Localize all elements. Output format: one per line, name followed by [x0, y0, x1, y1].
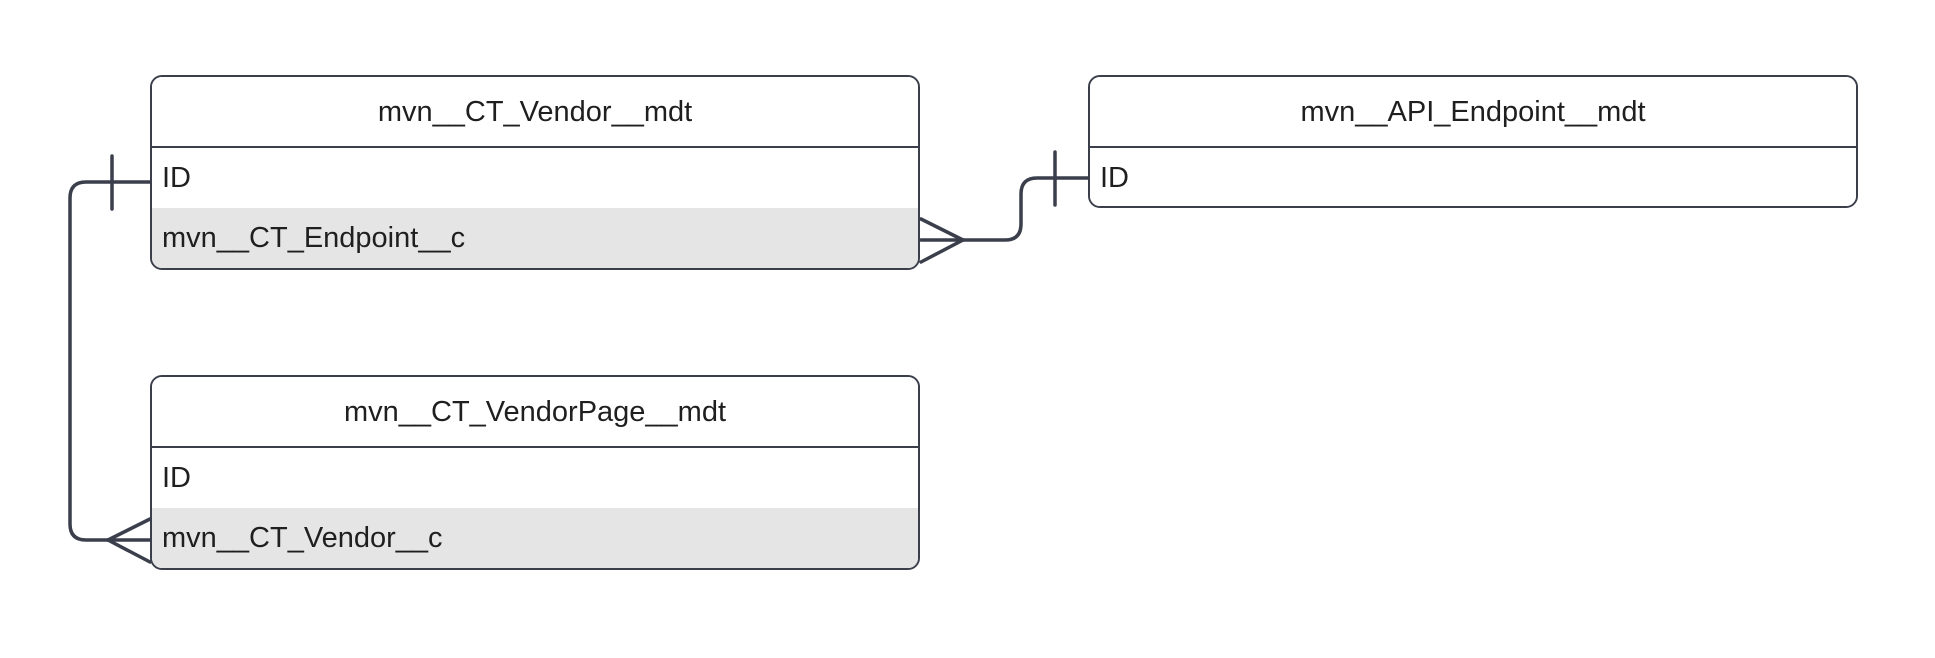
relationship-line-vendor-endpoint — [961, 176, 1090, 242]
attribute-row-ct-vendorpage-vendor-fk[interactable]: mvn__CT_Vendor__c — [152, 508, 918, 568]
entity-title-ct-vendorpage: mvn__CT_VendorPage__mdt — [152, 377, 918, 448]
attribute-row-ct-vendor-endpoint-fk[interactable]: mvn__CT_Endpoint__c — [152, 208, 918, 268]
entity-ct-vendor[interactable]: mvn__CT_Vendor__mdt ID mvn__CT_Endpoint_… — [150, 75, 920, 270]
crowsfoot-many-marker-vendor — [919, 217, 965, 264]
attribute-row-ct-vendor-id[interactable]: ID — [152, 148, 918, 208]
attribute-row-api-endpoint-id[interactable]: ID — [1090, 148, 1856, 206]
relationship-vendor-endpoint[interactable] — [919, 150, 1090, 264]
relationship-line-vendorpage-vendor — [68, 180, 152, 542]
relationship-vendorpage-vendor[interactable] — [68, 154, 152, 564]
entity-ct-vendorpage[interactable]: mvn__CT_VendorPage__mdt ID mvn__CT_Vendo… — [150, 375, 920, 570]
entity-title-api-endpoint: mvn__API_Endpoint__mdt — [1090, 77, 1856, 148]
entity-api-endpoint[interactable]: mvn__API_Endpoint__mdt ID — [1088, 75, 1858, 208]
entity-title-ct-vendor: mvn__CT_Vendor__mdt — [152, 77, 918, 148]
crowsfoot-many-marker-vendorpage — [106, 517, 152, 564]
attribute-row-ct-vendorpage-id[interactable]: ID — [152, 448, 918, 508]
